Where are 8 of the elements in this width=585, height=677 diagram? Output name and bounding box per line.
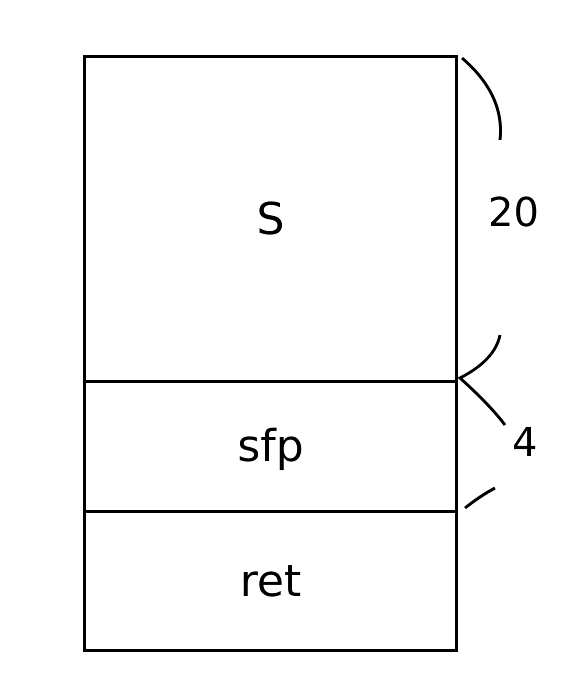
size-label: 20 (488, 190, 539, 236)
memory-section (83, 55, 458, 383)
section-label: ret (240, 556, 302, 606)
size-label: 4 (512, 420, 538, 466)
memory-section (83, 380, 458, 513)
memory-section (83, 510, 458, 652)
section-label: S (256, 194, 284, 244)
section-label: sfp (237, 421, 304, 472)
